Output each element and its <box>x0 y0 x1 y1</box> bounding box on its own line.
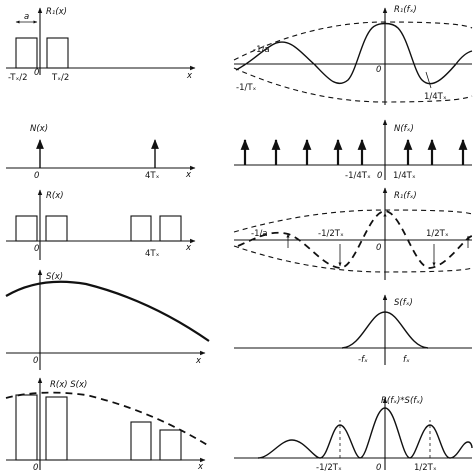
sinc-zero-label: -1/a <box>253 45 270 55</box>
panel-rect-train: a R₁(x) x -Tₓ/2 0 Tₓ/2 <box>6 7 196 83</box>
y-label: R(x) <box>46 191 64 201</box>
x-label: x <box>185 243 192 253</box>
origin-label: 0 <box>376 243 381 253</box>
x-label: x <box>195 356 202 366</box>
origin-label: 0 <box>376 463 381 473</box>
panel-aperture-spectrum: S(fₓ) -fₓ fₓ <box>234 294 472 365</box>
leader-line <box>425 71 432 89</box>
rect-pulse <box>45 396 68 461</box>
tick-label: Tₓ/2 <box>51 73 69 83</box>
y-label: N(x) <box>30 124 48 134</box>
y-label: N(fₓ) <box>394 124 414 134</box>
comb-impulses <box>240 138 468 165</box>
upper-envelope <box>233 209 473 233</box>
rect-pulse <box>159 429 182 461</box>
y-label: S(fₓ) <box>394 298 413 308</box>
origin-label: 0 <box>33 356 38 366</box>
rect-pulse <box>45 215 68 242</box>
panel-sampled-rect: R(x) x 0 4Tₓ <box>6 189 196 260</box>
panel-product: R(x) S(x) x 0 <box>5 377 210 473</box>
panel-rect-train-spectrum: R₁(fₓ) 0 -1/a -1/Tₓ 1/4Tₓ <box>233 5 473 105</box>
sinc-curve <box>235 22 473 85</box>
aperture-curve <box>5 280 210 342</box>
sinc-zero-label: -1/a <box>251 229 268 239</box>
tick-label: -fₓ <box>358 355 368 365</box>
panel-convolution-spectrum: R(fₓ)*S(fₓ) -1/2Tₓ 0 1/2Tₓ <box>234 396 473 473</box>
tick-label: 4Tₓ <box>145 171 160 181</box>
rect-pulse <box>15 394 38 461</box>
tick-label: 0 <box>377 171 382 181</box>
tick-label: 4Tₓ <box>145 249 160 259</box>
tick-label: 0 <box>34 244 39 254</box>
tick-label: -1/2Tₓ <box>316 463 342 473</box>
panel-comb: N(x) x 0 4Tₓ <box>6 124 196 181</box>
y-label: R₁(fₓ) <box>394 5 417 15</box>
rect-pulse <box>15 215 38 242</box>
width-label: a <box>24 12 29 22</box>
rect-pulse-left <box>15 37 38 69</box>
upper-envelope <box>233 21 473 61</box>
tick-label: 0 <box>34 171 39 181</box>
tick-label: fₓ <box>403 355 410 365</box>
x-label: x <box>186 71 193 81</box>
rect-pulse-right <box>46 37 69 69</box>
panel-comb-spectrum: N(fₓ) -1/4Tₓ 0 1/4Tₓ <box>234 119 472 181</box>
tick-label: 1/4Tₓ <box>393 171 416 181</box>
tick-label: 1/2Tₓ <box>426 229 449 239</box>
tick-label: -1/2Tₓ <box>318 229 344 239</box>
y-label: R(x) S(x) <box>50 380 87 390</box>
y-label: S(x) <box>46 272 63 282</box>
sinc-marker-label: 1/4Tₓ <box>424 92 447 102</box>
y-label: R(fₓ)*S(fₓ) <box>381 396 423 406</box>
tick-label: 0 <box>34 68 39 78</box>
rect-pulse <box>159 215 182 242</box>
tick-label: -1/4Tₓ <box>345 171 371 181</box>
convolution-curve <box>257 407 473 459</box>
panel-sampled-rect-spectrum: R₁(fₓ) -1/a -1/2Tₓ 0 1/2Tₓ <box>233 187 473 280</box>
rect-pulse <box>130 421 152 461</box>
x-label: x <box>197 462 204 472</box>
panel-aperture: S(x) x 0 <box>5 269 210 370</box>
y-label: R₁(fₓ) <box>394 191 417 201</box>
envelope-curve <box>5 391 210 447</box>
y-label: R₁(x) <box>46 7 67 17</box>
x-label: x <box>185 170 192 180</box>
tick-label: 1/2Tₓ <box>414 463 437 473</box>
rect-pulse <box>130 215 152 242</box>
lower-envelope <box>233 67 473 103</box>
lower-envelope <box>233 245 473 273</box>
peak-curve <box>341 311 429 349</box>
sinc-period-label: -1/Tₓ <box>236 83 257 93</box>
tick-label: -Tₓ/2 <box>8 73 28 83</box>
origin-label: 0 <box>376 65 381 75</box>
origin-label: 0 <box>33 463 38 473</box>
